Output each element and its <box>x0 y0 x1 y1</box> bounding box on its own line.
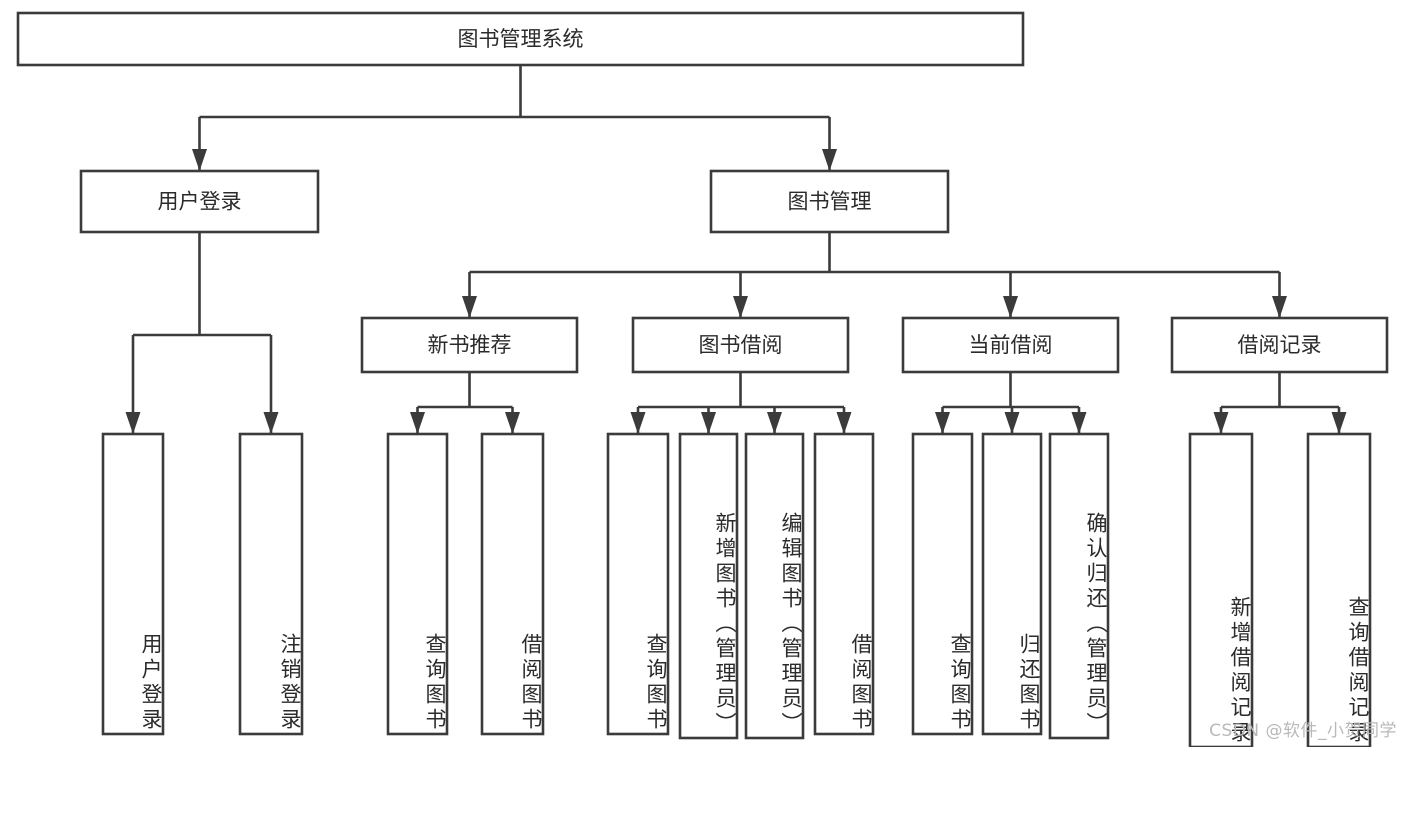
node-box-root <box>16 11 1025 67</box>
connector-group-newbook <box>410 372 520 434</box>
node-box-r-query <box>1306 432 1372 747</box>
connector-group-login <box>125 232 279 434</box>
arrow-head-icon <box>462 296 477 318</box>
node-box-b-edit <box>744 432 805 740</box>
node-box-c-return <box>981 432 1043 736</box>
arrow-head-icon <box>192 149 207 171</box>
arrow-head-icon <box>733 296 748 318</box>
arrow-head-icon <box>125 412 141 434</box>
connector-layer <box>125 65 1347 434</box>
node-box-b-add <box>678 432 739 740</box>
node-box-layer <box>16 11 1389 747</box>
node-box-newbook <box>360 316 579 374</box>
arrow-head-icon <box>630 412 646 434</box>
node-box-n-borrow <box>480 432 545 736</box>
arrow-head-icon <box>701 412 716 434</box>
arrow-head-icon <box>1003 296 1018 318</box>
arrow-head-icon <box>263 412 279 434</box>
node-box-login <box>79 169 320 234</box>
connector-group-records <box>1213 372 1347 434</box>
node-label-newbook: 新书推荐 <box>428 333 512 357</box>
node-label-books: 图书管理 <box>788 190 872 214</box>
system-architecture-diagram: 图书管理系统用户登录图书管理新书推荐图书借阅当前借阅借阅记录 用户登录注销登录查… <box>16 11 1397 747</box>
connector-group-current <box>935 372 1087 434</box>
connector-group-books <box>462 232 1287 318</box>
arrow-head-icon <box>505 412 520 434</box>
node-box-borrow <box>631 316 850 374</box>
node-label-login: 用户登录 <box>158 190 242 214</box>
node-label-borrow: 图书借阅 <box>699 333 783 357</box>
node-box-l-logout <box>238 432 304 736</box>
arrow-head-icon <box>1213 412 1229 434</box>
arrow-head-icon <box>1004 412 1020 434</box>
connector-group-root <box>192 65 837 171</box>
node-box-books <box>709 169 950 234</box>
node-box-r-add <box>1188 432 1254 747</box>
node-box-c-confirm <box>1048 432 1110 740</box>
node-label-root: 图书管理系统 <box>458 27 584 51</box>
node-box-records <box>1170 316 1389 374</box>
node-box-c-query <box>911 432 974 736</box>
node-box-b-lend <box>813 432 875 736</box>
node-box-n-query <box>386 432 449 736</box>
arrow-head-icon <box>410 412 425 434</box>
arrow-head-icon <box>1331 412 1347 434</box>
node-box-l-login <box>101 432 165 736</box>
node-label-records: 借阅记录 <box>1238 333 1322 357</box>
node-box-current <box>901 316 1120 374</box>
arrow-head-icon <box>935 412 950 434</box>
arrow-head-icon <box>836 412 852 434</box>
arrow-head-icon <box>822 149 837 171</box>
node-box-b-query <box>606 432 670 736</box>
arrow-head-icon <box>767 412 782 434</box>
arrow-head-icon <box>1071 412 1087 434</box>
csdn-watermark: CSDN @软件_小贺同学 <box>1209 721 1397 741</box>
node-label-current: 当前借阅 <box>969 333 1053 357</box>
arrow-head-icon <box>1272 296 1287 318</box>
connector-group-borrow <box>630 372 852 434</box>
